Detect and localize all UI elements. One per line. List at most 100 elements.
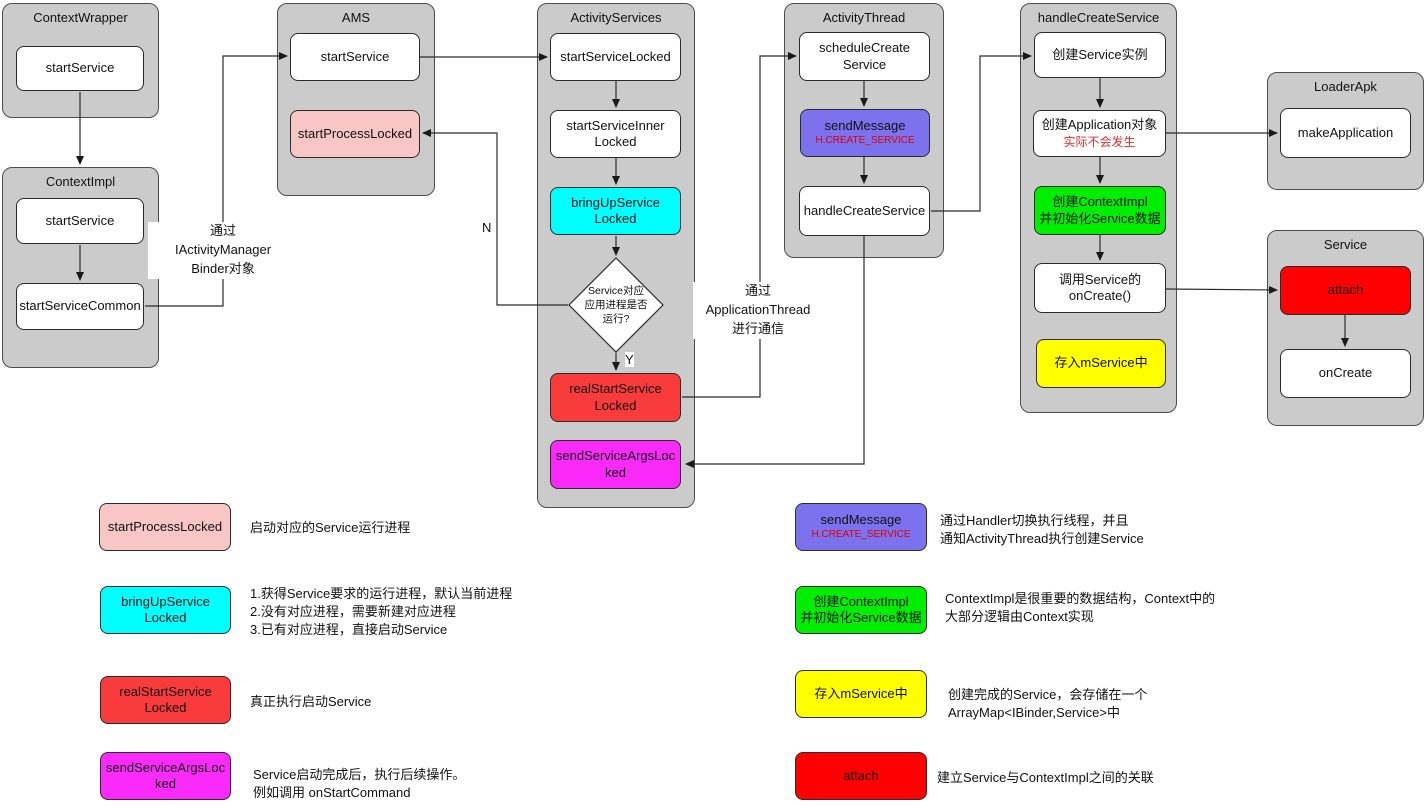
node-label: startServiceCommon (19, 298, 141, 314)
node-label-line: startServiceInner (566, 117, 665, 133)
legend-desc-line: 真正执行启动Service (250, 694, 372, 709)
edge-handlecreate-to-createinstance (931, 52, 1032, 212)
legend-box-label: 存入mService中 (814, 685, 908, 701)
legend-desc-line: ArrayMap<IBinder,Service>中 (948, 704, 1120, 720)
node-call-oncreate: 调用Service的 onCreate() (1034, 263, 1166, 313)
node-create-contextimpl: 创建ContextImpl 并初始化Service数据 (1034, 186, 1166, 235)
legend-box-createcontextimpl: 创建ContextImpl 并初始化Service数据 (795, 586, 927, 634)
edge-handlecreate-to-sendserviceargs (685, 236, 865, 468)
node-create-service-instance: 创建Service实例 (1034, 32, 1166, 78)
node-label-line: sendServiceArgsLoc (555, 448, 676, 464)
node-sublabel: 实际不会发生 (1063, 135, 1136, 150)
label-line: 进行通信 (731, 320, 784, 336)
legend-box-label-line: ked (155, 776, 176, 791)
container-title: ActivityThread (822, 10, 906, 25)
node-label: startProcessLocked (297, 125, 413, 141)
legend-box-realstartservicelocked: realStartService Locked (100, 676, 231, 724)
node-label-line: bringUpService (571, 194, 660, 210)
node-startservicelocked: startServiceLocked (550, 33, 681, 81)
node-label-line: 创建ContextImpl (1052, 194, 1148, 210)
node-label-line: Locked (594, 134, 637, 149)
legend-desc-line: 建立Service与ContextImpl之间的关联 (937, 770, 1154, 785)
legend-box-attach: attach (795, 752, 927, 800)
label-line: Binder对象 (191, 260, 255, 276)
legend-box-label: sendMessage (820, 512, 902, 528)
legend-desc-line: 3.已有对应进程，直接启动Service (250, 621, 448, 637)
node-label-line: onCreate() (1068, 288, 1132, 303)
node-label: startService (45, 212, 115, 228)
node-startservicecommon: startServiceCommon (16, 283, 144, 330)
node-label: attach (1327, 282, 1364, 298)
decision-line: 运行? (602, 313, 630, 326)
legend-box-bringupservicelocked: bringUpService Locked (100, 586, 231, 634)
legend-desc-line: 通知ActivityThread执行创建Service (940, 530, 1144, 546)
decision-line: 应用进程是否 (584, 298, 648, 311)
legend-desc-line: 大部分逻辑由Context实现 (945, 608, 1094, 624)
node-label: 存入mService中 (1054, 355, 1148, 371)
legend-box-label-line: 创建ContextImpl (813, 593, 909, 609)
node-contextwrapper-startservice: startService (16, 46, 144, 91)
node-sendmessage: sendMessage H.CREATE_SERVICE (800, 109, 930, 157)
node-attach: attach (1280, 266, 1411, 315)
node-handlecreateservice: handleCreateService (799, 186, 930, 236)
label-line: 通过 (209, 223, 236, 238)
decision-line: Service对应 (587, 284, 644, 297)
node-label: handleCreateService (803, 202, 926, 218)
node-label-line: realStartService (569, 381, 662, 397)
decision-diamond-shape (568, 257, 664, 353)
legend-desc-attach: 建立Service与ContextImpl之间的关联 (937, 769, 1154, 787)
legend-box-label-line: realStartService (119, 683, 212, 699)
decision-process-running: Service对应 应用进程是否 运行? (568, 257, 664, 353)
node-label-line: 调用Service的 (1058, 271, 1142, 287)
node-sendserviceargslocked: sendServiceArgsLoc ked (550, 440, 681, 489)
node-create-application: 创建Application对象 实际不会发生 (1033, 110, 1166, 157)
legend-box-label-line: bringUpService (121, 593, 210, 609)
node-label: onCreate (1318, 365, 1373, 381)
node-schedulecreateservice: scheduleCreate Service (799, 32, 930, 81)
legend-box-label-line: Locked (144, 700, 187, 715)
node-sublabel: H.CREATE_SERVICE (815, 135, 915, 147)
node-oncreate: onCreate (1280, 349, 1411, 398)
node-startprocesslocked: startProcessLocked (290, 110, 420, 158)
legend-desc-store-mservice: 创建完成的Service，会存储在一个 ArrayMap<IBinder,Ser… (948, 686, 1147, 722)
container-title: LoaderApk (1314, 79, 1377, 94)
legend-desc-createcontextimpl: ContextImpl是很重要的数据结构，Context中的 大部分逻辑由Con… (945, 590, 1215, 626)
node-contextimpl-startservice: startService (16, 198, 144, 244)
legend-box-label-line: Locked (144, 610, 187, 625)
label-branch-n: N (482, 220, 492, 235)
legend-box-label: startProcessLocked (107, 518, 223, 534)
node-label-line: ked (605, 464, 626, 480)
legend-box-startprocesslocked: startProcessLocked (99, 503, 231, 551)
container-title: ContextImpl (45, 174, 116, 189)
node-ams-startservice: startService (290, 33, 420, 81)
legend-desc-line: 1.获得Service要求的运行进程，默认当前进程 (250, 586, 513, 601)
node-label: startService (320, 48, 390, 64)
legend-desc-line: 创建完成的Service，会存储在一个 (948, 687, 1148, 702)
legend-desc-line: 启动对应的Service运行进程 (250, 520, 411, 535)
legend-box-label-line: sendServiceArgsLoc (105, 759, 226, 775)
node-label: 创建Application对象 (1041, 116, 1158, 132)
container-ams: AMS (277, 3, 435, 196)
container-title: AMS (341, 10, 371, 25)
label-via-applicationthread: 通过 ApplicationThread 进行通信 (693, 282, 823, 339)
legend-desc-sendserviceargslocked: Service启动完成后，执行后续操作。 例如调用 onStartCommand (253, 766, 465, 802)
node-label-line: scheduleCreate (818, 40, 911, 56)
container-title: handleCreateService (1037, 10, 1160, 25)
container-title: Service (1323, 237, 1368, 252)
label-branch-y: Y (625, 352, 634, 367)
legend-desc-realstartservicelocked: 真正执行启动Service (250, 693, 371, 711)
legend-box-label-line: 并初始化Service数据 (800, 610, 922, 625)
node-bringupservicelocked: bringUpService Locked (550, 187, 681, 235)
legend-desc-bringupservicelocked: 1.获得Service要求的运行进程，默认当前进程 2.没有对应进程，需要新建对… (250, 585, 512, 639)
legend-box-store-mservice: 存入mService中 (795, 670, 927, 718)
legend-desc-line: 例如调用 onStartCommand (253, 784, 411, 800)
node-label: sendMessage (824, 118, 906, 134)
node-label-line: 并初始化Service数据 (1039, 210, 1161, 226)
legend-box-sendserviceargslocked: sendServiceArgsLoc ked (100, 752, 231, 800)
node-label-line: Locked (594, 211, 637, 226)
legend-desc-line: Service启动完成后，执行后续操作。 (253, 767, 466, 782)
node-makeapplication: makeApplication (1280, 108, 1411, 158)
edge-realstart-to-schedulecreate (682, 52, 797, 398)
legend-desc-line: 2.没有对应进程，需要新建对应进程 (250, 603, 456, 619)
node-store-mservice: 存入mService中 (1036, 339, 1166, 388)
